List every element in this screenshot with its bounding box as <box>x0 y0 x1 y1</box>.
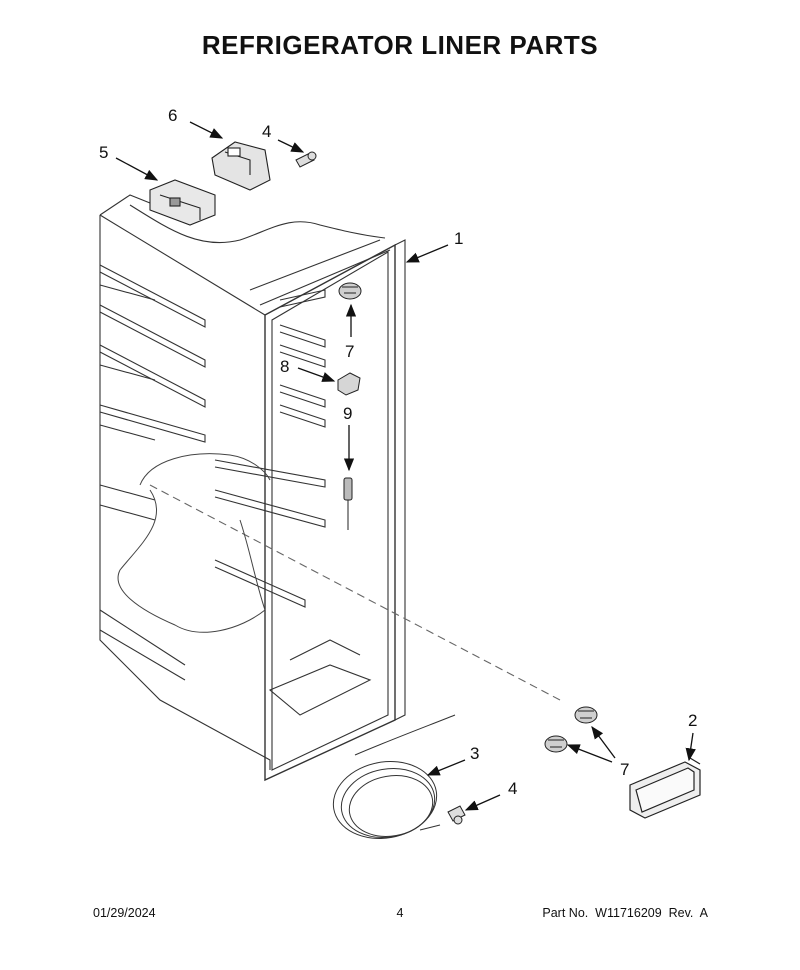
callout-labels: 6 4 5 1 7 8 9 2 7 3 4 <box>99 106 697 798</box>
callout-7-upper: 7 <box>345 342 354 361</box>
callout-3: 3 <box>470 744 479 763</box>
part-7-lamp-sockets-lower <box>544 706 598 753</box>
callout-4-bottom: 4 <box>508 779 517 798</box>
page-title: REFRIGERATOR LINER PARTS <box>201 30 599 60</box>
callout-9: 9 <box>343 404 352 423</box>
callout-6: 6 <box>168 106 177 125</box>
shelf-rails <box>99 264 206 681</box>
callout-8: 8 <box>280 357 289 376</box>
callout-1: 1 <box>454 229 463 248</box>
crisper-cavity <box>117 453 271 633</box>
callout-2: 2 <box>688 711 697 730</box>
part-3-water-tube <box>332 714 456 839</box>
footer-page-number: 4 <box>396 906 404 920</box>
part-8-clip <box>337 372 361 396</box>
liner-body <box>99 194 561 782</box>
footer-date: 01/29/2024 <box>93 906 156 920</box>
side-rails <box>214 289 326 608</box>
part-7-lamp-socket-upper <box>338 282 362 300</box>
part-9-thermistor <box>343 477 353 530</box>
callout-arrows <box>115 121 696 811</box>
callout-5: 5 <box>99 143 108 162</box>
footer-part-number: Part No. W11716209 Rev. A <box>542 906 708 920</box>
callout-4-top: 4 <box>262 122 271 141</box>
part-4-screw-top <box>295 151 317 168</box>
part-2-light-housing <box>629 757 701 819</box>
part-5-control-housing <box>149 179 216 226</box>
part-4-screw-bottom <box>447 805 466 825</box>
callout-7-lower: 7 <box>620 760 629 779</box>
part-6-bracket <box>211 141 271 191</box>
